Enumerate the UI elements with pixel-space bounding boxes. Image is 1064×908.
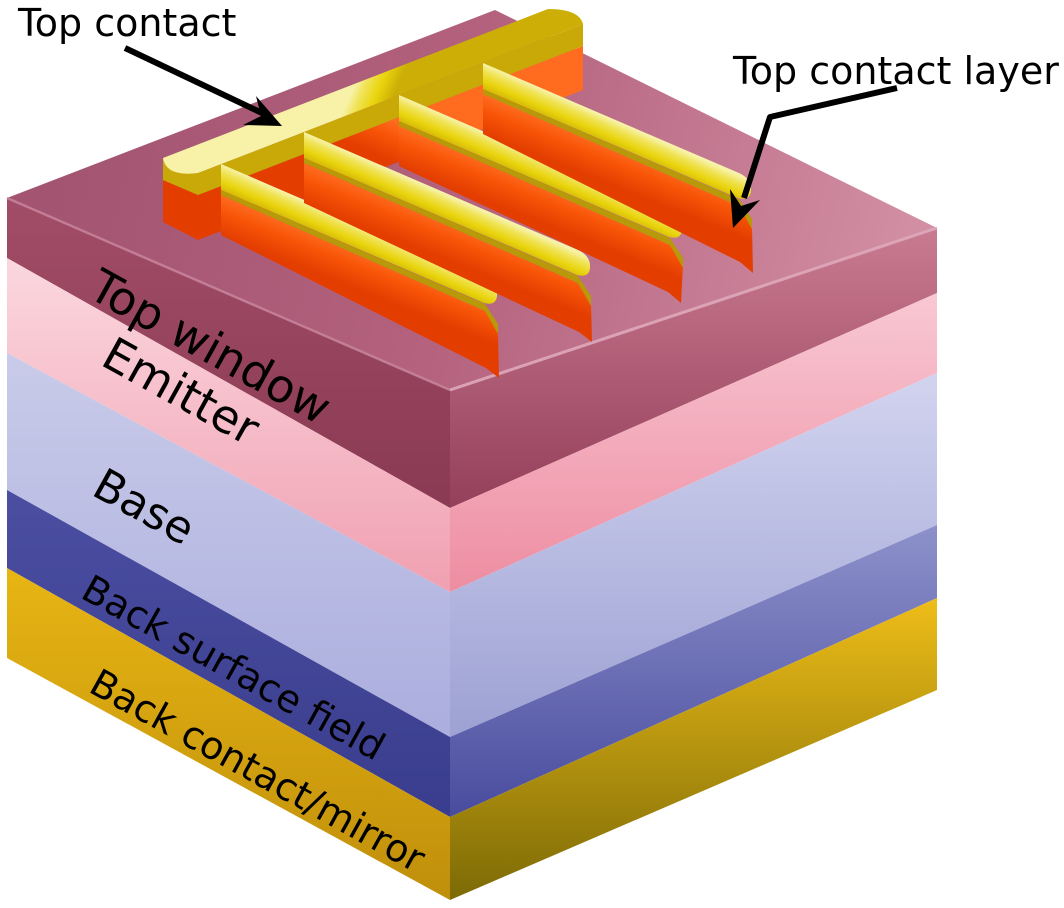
back-contact-left-face [7, 568, 450, 900]
finger-metal-edge [221, 190, 498, 334]
top-contact-layer-arrowhead-icon [730, 189, 760, 228]
top-contact-arrow-line [123, 45, 264, 116]
top-window-right-face [450, 228, 937, 508]
finger-metal-top [221, 164, 498, 304]
finger-metal-top [304, 132, 591, 276]
top-contact-annotation: Top contact [17, 1, 282, 126]
finger-metal-edge [304, 158, 591, 306]
emitter-left-face [7, 258, 450, 592]
base-left-face [7, 353, 450, 737]
finger-contact-layer-side [483, 94, 753, 273]
back-surface-field-right-face [450, 525, 937, 817]
grid-finger [399, 95, 683, 303]
finger-contact-layer-side [221, 195, 499, 378]
finger-contact-layer-side [399, 126, 683, 303]
finger-metal-edge [483, 89, 752, 229]
top-front-left-edge-highlight [6, 196, 451, 392]
top-contact-arrowhead-icon [243, 96, 282, 126]
left-faces [7, 198, 450, 900]
right-faces [450, 228, 937, 900]
back-surface-field-left-face [7, 490, 450, 817]
top-window-left-face [7, 198, 450, 508]
top-contact-layer-annotation: Top contact layer [730, 49, 1059, 228]
base-right-face [450, 373, 937, 737]
emitter-right-face [450, 293, 937, 592]
finger-metal-top [483, 63, 752, 199]
grid-finger [304, 132, 592, 342]
busbar-metal-top [163, 9, 583, 174]
finger-metal-edge [399, 121, 683, 268]
top-front-right-edge-highlight [449, 226, 938, 392]
top-contact-label: Top contact [17, 1, 236, 45]
back-contact-right-face [450, 598, 937, 900]
finger-contact-layer-side [304, 163, 592, 342]
grid-finger [221, 164, 499, 378]
busbar-metal-side [163, 24, 583, 195]
grid-finger [483, 63, 753, 273]
finger-metal-top [399, 95, 683, 238]
top-contact-layer-arrow-line [741, 85, 898, 199]
